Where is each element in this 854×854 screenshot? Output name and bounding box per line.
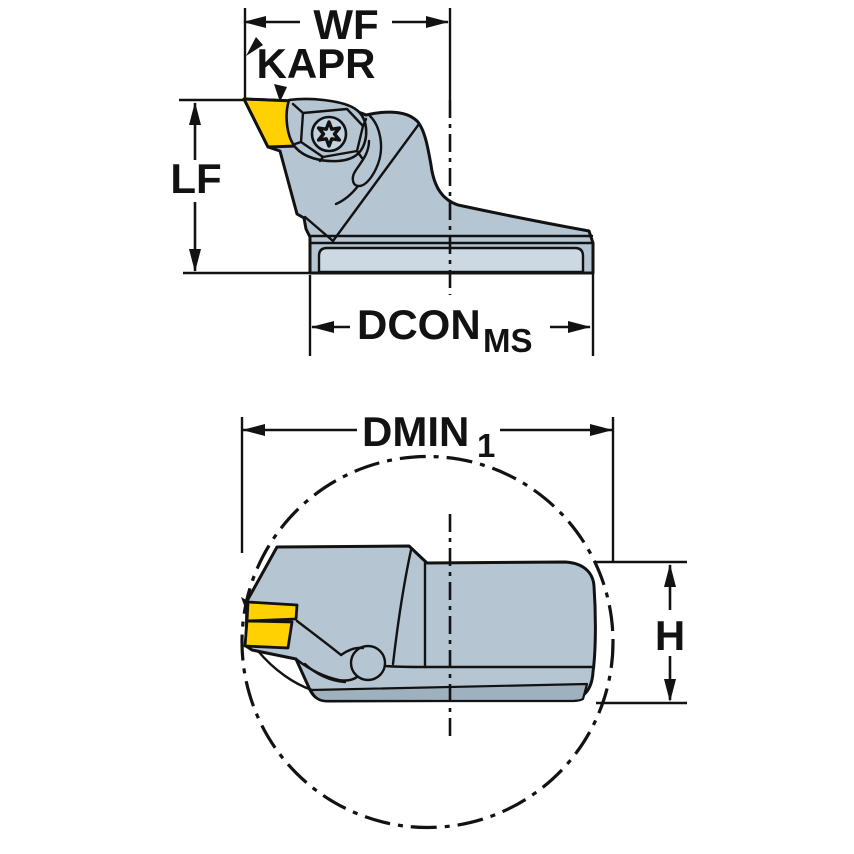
wf-label: WF bbox=[313, 1, 378, 48]
dcon-dimension: DCON MS bbox=[308, 246, 595, 359]
lf-label: LF bbox=[170, 155, 221, 202]
dmin-arrowhead-left bbox=[242, 424, 265, 436]
kapr-arrowhead-left bbox=[246, 37, 263, 56]
front-insert-flank-face bbox=[243, 619, 294, 650]
torx-screw bbox=[310, 115, 348, 153]
dcon-subscript: MS bbox=[483, 322, 533, 359]
side-view: WF KAPR LF DCON MS bbox=[170, 1, 595, 359]
wf-dimension: WF bbox=[243, 1, 452, 100]
body-facet-line-2 bbox=[303, 215, 335, 243]
front-jaw-curve-3 bbox=[383, 664, 427, 669]
min-bore-circle bbox=[240, 454, 615, 830]
front-screw-boss bbox=[349, 644, 387, 682]
front-jaw-curve-4 bbox=[295, 619, 343, 657]
wf-arrowhead-right bbox=[426, 16, 449, 28]
h-label: H bbox=[655, 612, 685, 659]
lf-arrowhead-down bbox=[189, 249, 201, 272]
torx-star-icon bbox=[316, 120, 342, 148]
lf-arrowhead-up bbox=[189, 102, 201, 125]
kapr-dimension: KAPR bbox=[246, 37, 376, 102]
h-dimension: H bbox=[594, 560, 687, 705]
dmin-arrowhead-right bbox=[590, 424, 613, 436]
clamp-facet-radials bbox=[291, 102, 368, 163]
wf-arrowhead-left bbox=[243, 16, 266, 28]
dcon-arrowhead-right bbox=[568, 321, 591, 333]
h-arrowhead-down bbox=[664, 679, 676, 702]
kapr-label: KAPR bbox=[256, 40, 375, 87]
front-head-curve bbox=[391, 548, 413, 666]
body-facet-line-1 bbox=[331, 122, 421, 243]
dmin-subscript: 1 bbox=[477, 427, 495, 464]
lf-dimension: LF bbox=[170, 98, 310, 275]
chipbreaker-tail bbox=[334, 184, 360, 206]
dcon-arrowhead-left bbox=[311, 321, 334, 333]
front-jaw-curve-6 bbox=[303, 662, 347, 684]
front-view: DMIN 1 H bbox=[240, 408, 687, 830]
front-jaw-curve-1 bbox=[256, 649, 314, 692]
dmin-dimension: DMIN 1 bbox=[240, 408, 615, 561]
kapr-arrowhead-down bbox=[274, 84, 287, 102]
front-jaw-curve-5 bbox=[339, 646, 365, 657]
dcon-label: DCON bbox=[357, 301, 481, 348]
h-arrowhead-up bbox=[664, 564, 676, 587]
dmin-label: DMIN bbox=[362, 408, 469, 455]
front-insert-top-face bbox=[245, 600, 299, 623]
front-edge-wedge bbox=[241, 597, 248, 608]
